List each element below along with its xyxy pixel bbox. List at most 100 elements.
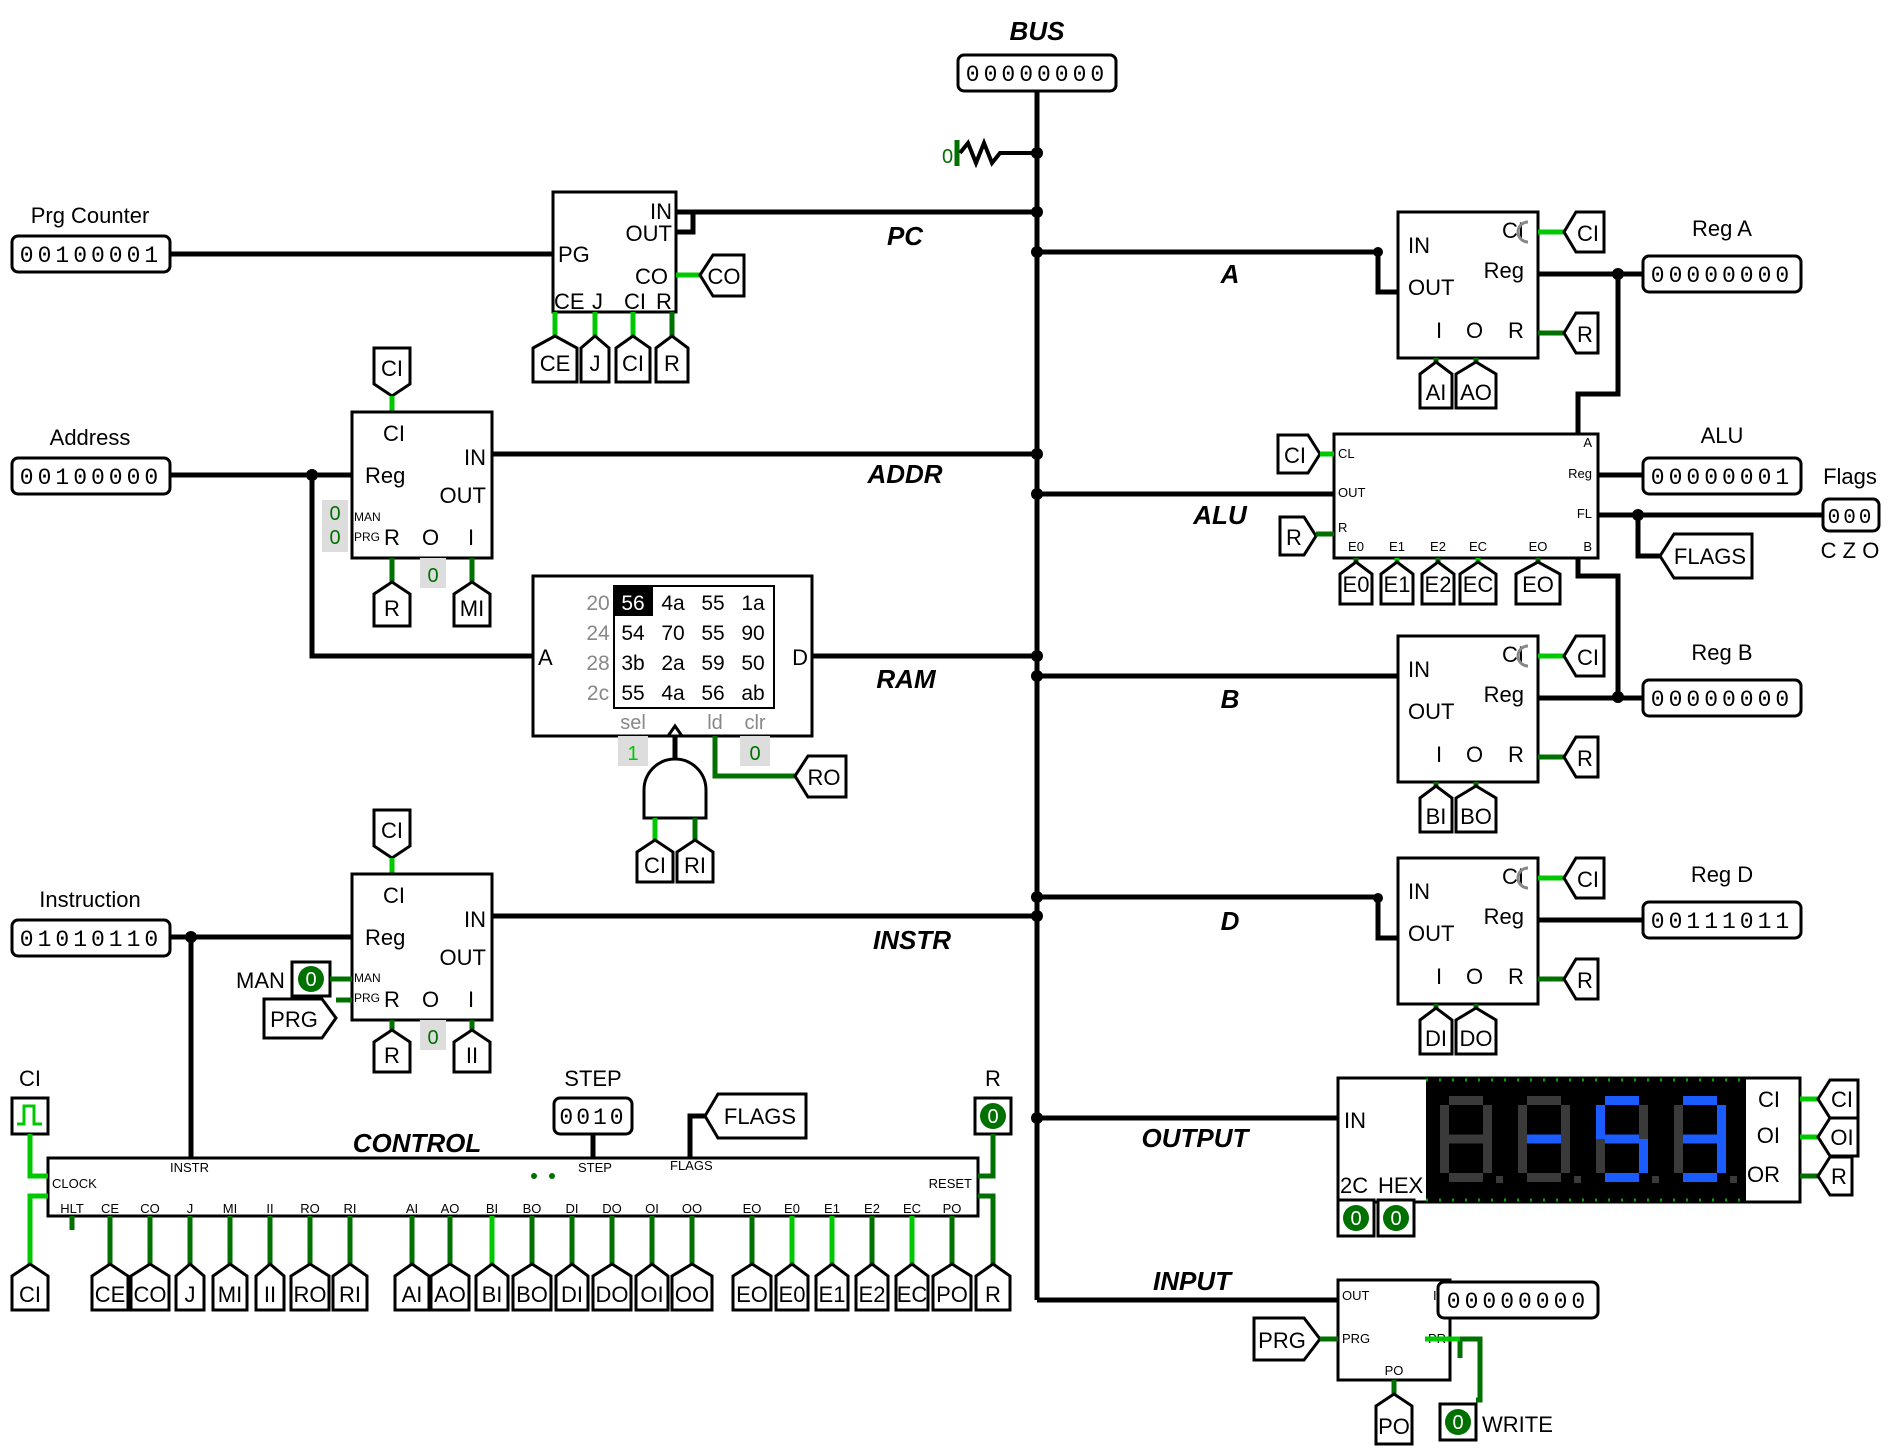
alu-r-tag[interactable]: R	[1278, 515, 1318, 557]
reg-b-in-tag[interactable]: BI	[1418, 784, 1454, 834]
control-tag-ci[interactable]: CI	[10, 1262, 50, 1312]
addr-mi-tag[interactable]: MI	[452, 580, 492, 628]
svg-text:Reg: Reg	[1568, 466, 1592, 481]
reg-a-r-tag[interactable]: R	[1562, 311, 1600, 355]
seg-a	[1449, 1096, 1483, 1105]
pc-co-tag[interactable]	[698, 253, 746, 298]
control-tag-ec[interactable]: EC	[894, 1262, 930, 1312]
svg-text:OUT: OUT	[440, 945, 486, 970]
reset-button[interactable]	[980, 1103, 1006, 1129]
alu-ci-tag[interactable]: CI	[1276, 433, 1322, 475]
alu-flags-tag[interactable]: FLAGS	[1658, 532, 1754, 580]
clock-source[interactable]	[10, 1096, 50, 1136]
svg-text:E0: E0	[1343, 572, 1370, 597]
control-tag-bo[interactable]: BO	[511, 1262, 553, 1312]
svg-text:PG: PG	[558, 242, 590, 267]
ram-ci-tag[interactable]: CI	[635, 838, 675, 884]
seg-f	[1674, 1105, 1683, 1139]
alu-ec-tag[interactable]: EC	[1458, 560, 1498, 606]
control-tag-oi[interactable]: OI	[634, 1262, 670, 1312]
control-tag-eo[interactable]: EO	[731, 1262, 773, 1312]
output-r-tag[interactable]: R	[1816, 1155, 1854, 1197]
control-tag-mi[interactable]: MI	[211, 1262, 249, 1312]
svg-text:0: 0	[987, 1106, 998, 1128]
control-tag-ro[interactable]: RO	[289, 1262, 331, 1312]
reg-b-ci-tag[interactable]: CI	[1562, 634, 1606, 678]
control-flags-tag[interactable]: FLAGS	[703, 1092, 808, 1140]
reg-d-in-tag[interactable]: DI	[1418, 1006, 1454, 1056]
reg-d-out-tag[interactable]: DO	[1454, 1006, 1498, 1056]
pc-j-tag[interactable]: J	[579, 334, 611, 384]
reg-d-ci-tag[interactable]: CI	[1562, 856, 1606, 900]
pc-ce-tag[interactable]: CE	[531, 334, 579, 384]
svg-text:0: 0	[1390, 1208, 1401, 1230]
bus-label-pc: PC	[887, 221, 924, 251]
pc-r-tag[interactable]: R	[654, 334, 690, 384]
control-tag-do[interactable]: DO	[591, 1262, 633, 1312]
ram-ri-tag[interactable]: RI	[675, 838, 715, 884]
instr-man-button[interactable]	[298, 966, 324, 992]
control-tag-bi[interactable]: BI	[474, 1262, 510, 1312]
output-ci-tag[interactable]: CI	[1816, 1078, 1860, 1120]
instr-ci-tag[interactable]: CI	[372, 808, 412, 860]
control-tag-po[interactable]: PO	[931, 1262, 973, 1312]
input-prg-tag[interactable]: PRG	[1252, 1316, 1322, 1362]
reg-a-ci-tag[interactable]: CI	[1562, 210, 1606, 254]
alu-e1-tag[interactable]: E1	[1379, 560, 1415, 606]
svg-text:E0: E0	[1348, 539, 1364, 554]
control-tag-ai[interactable]: AI	[393, 1262, 431, 1312]
control-tag-e0[interactable]: E0	[774, 1262, 810, 1312]
control-pin-label: E2	[864, 1201, 880, 1216]
ram-ro-tag[interactable]: RO	[793, 754, 848, 799]
addr-ci-tag[interactable]: CI	[372, 346, 412, 398]
output-hex-toggle[interactable]	[1383, 1205, 1409, 1231]
svg-text:CE: CE	[95, 1282, 126, 1307]
control-tag-oo[interactable]: OO	[670, 1262, 714, 1312]
reg-b-out-tag[interactable]: BO	[1454, 784, 1498, 834]
reg-d-r-tag[interactable]: R	[1562, 957, 1600, 1001]
input-po-tag[interactable]: PO	[1374, 1392, 1414, 1446]
instr-prg-tag[interactable]: PRG	[262, 997, 338, 1040]
instr-ii-tag[interactable]: II	[452, 1028, 492, 1074]
svg-text:DI: DI	[561, 1282, 583, 1307]
svg-text:IN: IN	[650, 199, 672, 224]
pc-ci-tag[interactable]: CI	[614, 334, 652, 384]
control-tag-ii[interactable]: II	[254, 1262, 286, 1312]
control-tag-j[interactable]: J	[174, 1262, 206, 1312]
ram-cell: 55	[701, 592, 724, 615]
output-oi-tag[interactable]: OI	[1816, 1116, 1860, 1158]
instruction-value: 01010110	[20, 927, 162, 953]
instr-r-tag[interactable]: R	[372, 1028, 412, 1074]
reg-a-in-tag[interactable]: AI	[1418, 360, 1454, 410]
svg-text:CI: CI	[383, 421, 405, 446]
ram-cell: 90	[741, 622, 764, 645]
svg-text:0: 0	[329, 527, 340, 549]
control-tag-co[interactable]: CO	[129, 1262, 171, 1312]
control-tag-r[interactable]: R	[974, 1262, 1012, 1312]
reg-b-r-tag[interactable]: R	[1562, 735, 1600, 779]
seg-g	[1449, 1134, 1483, 1144]
alu-eo-tag[interactable]: EO	[1514, 560, 1562, 606]
alu-e2-tag[interactable]: E2	[1420, 560, 1456, 606]
addr-r-tag[interactable]: R	[372, 580, 412, 628]
control-tag-di[interactable]: DI	[554, 1262, 590, 1312]
instr-man-label: MAN	[236, 968, 285, 993]
svg-text:E1: E1	[1384, 572, 1411, 597]
control-tag-ri[interactable]: RI	[331, 1262, 369, 1312]
control-tag-ao[interactable]: AO	[429, 1262, 471, 1312]
svg-text:CI: CI	[1577, 221, 1599, 246]
svg-text:CO: CO	[635, 264, 668, 289]
alu-e0-tag[interactable]: E0	[1338, 560, 1374, 606]
svg-text:R: R	[656, 289, 672, 314]
control-tag-e1[interactable]: E1	[814, 1262, 850, 1312]
reg-a-out-tag[interactable]: AO	[1454, 360, 1498, 410]
control-tag-ce[interactable]: CE	[90, 1262, 130, 1312]
control-tag-e2[interactable]: E2	[854, 1262, 890, 1312]
svg-text:R: R	[664, 351, 680, 376]
svg-text:I: I	[468, 525, 474, 550]
input-write-button[interactable]	[1445, 1409, 1471, 1435]
output-2c-toggle[interactable]	[1343, 1205, 1369, 1231]
